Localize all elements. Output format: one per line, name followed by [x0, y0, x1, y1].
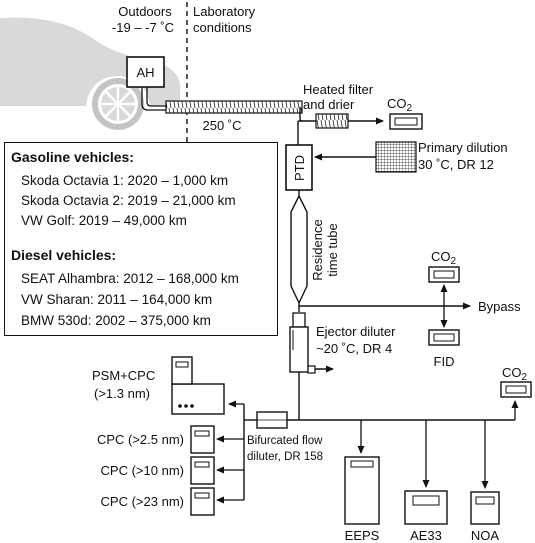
primary-dilution-label-1: Primary dilution — [418, 140, 508, 155]
heated-filter-label-1: Heated filter — [303, 82, 374, 97]
heated-line — [165, 100, 303, 114]
diesel-vehicle-2: VW Sharan: 2011 – 164,000 km — [21, 292, 213, 307]
cpc-10-instrument — [190, 456, 215, 485]
ptd-box — [285, 144, 313, 191]
psm-cpc-upper-display — [175, 361, 189, 368]
residence-time-tube — [290, 190, 308, 312]
cpc-10-label: CPC (>10 nm) — [101, 463, 184, 478]
noa-display — [475, 496, 495, 505]
psm-dot-3 — [190, 404, 194, 408]
psm-cpc-upper-unit — [171, 356, 193, 385]
residence-label-2: time tube — [325, 223, 340, 276]
heated-line-temp: 250 ˚C — [202, 118, 241, 133]
co2-analyzer-3-display — [505, 385, 527, 394]
vehicle-list-box: Gasoline vehicles: Skoda Octavia 1: 2020… — [4, 142, 278, 336]
diesel-vehicle-3: BMW 530d: 2002 – 375,000 km — [21, 313, 211, 328]
ejector-exhaust — [307, 365, 316, 374]
ae33-label: AE33 — [410, 528, 442, 543]
cpc-2-5-label: CPC (>2.5 nm) — [97, 432, 184, 447]
fid-analyzer-display — [433, 333, 455, 342]
gasoline-vehicle-2: Skoda Octavia 2: 2019 – 21,000 km — [21, 193, 236, 208]
cpc-10-display — [194, 461, 210, 468]
lab-title-2: conditions — [193, 20, 252, 35]
diesel-heading: Diesel vehicles: — [11, 247, 117, 263]
ejector-diluter-top — [292, 312, 306, 328]
diesel-vehicle-1: SEAT Alhambra: 2012 – 168,000 km — [21, 271, 239, 286]
fid-label: FID — [434, 354, 455, 369]
ah-label: AH — [136, 65, 154, 80]
eeps-display — [350, 460, 374, 468]
heated-filter — [315, 113, 349, 129]
lab-title-1: Laboratory — [193, 4, 256, 19]
bifurcated-label-1: Bifurcated flow — [247, 435, 323, 447]
psm-cpc-label-1: PSM+CPC — [92, 368, 155, 383]
eeps-label: EEPS — [345, 528, 380, 543]
gasoline-vehicle-3: VW Golf: 2019 – 49,000 km — [21, 213, 187, 228]
cpc-2-5-display — [194, 430, 210, 437]
noa-label: NOA — [471, 528, 500, 543]
bifurcated-label-2: diluter, DR 158 — [247, 451, 323, 463]
outdoors-title: Outdoors — [118, 4, 172, 19]
ah-box — [126, 56, 165, 88]
bypass-label: Bypass — [478, 299, 521, 314]
psm-dot-2 — [184, 404, 188, 408]
gasoline-heading: Gasoline vehicles: — [11, 149, 134, 165]
heated-filter-label-2: and drier — [303, 97, 355, 112]
cpc-23-instrument — [190, 487, 215, 516]
ae33-display — [412, 495, 440, 506]
exhaust-pipe — [141, 87, 168, 111]
ejector-label-2: ~20 ˚C, DR 4 — [316, 341, 392, 356]
car-illustration — [0, 17, 181, 130]
co2-analyzer-2-display — [433, 270, 455, 279]
co2-analyzer-1-display — [394, 117, 418, 126]
gasoline-vehicle-1: Skoda Octavia 1: 2020 – 1,000 km — [21, 173, 229, 188]
co2-label-3: CO2 — [502, 365, 528, 383]
psm-cpc-label-2: (>1.3 nm) — [94, 386, 150, 401]
outdoors-range: -19 – -7 ˚C — [112, 20, 174, 35]
cpc-23-label: CPC (>23 nm) — [101, 494, 184, 509]
psm-dot-1 — [178, 404, 182, 408]
cpc-23-display — [194, 492, 210, 499]
eeps-instrument — [344, 456, 380, 525]
co2-label-1: CO2 — [387, 96, 413, 114]
co2-label-2: CO2 — [431, 249, 457, 267]
primary-dilution-unit — [375, 141, 417, 173]
ejector-label-1: Ejector diluter — [316, 324, 396, 339]
psm-cpc-instrument — [171, 383, 225, 415]
ptd-label: PTD — [292, 155, 307, 181]
primary-dilution-label-2: 30 ˚C, DR 12 — [418, 157, 494, 172]
cpc-2-5-instrument — [190, 425, 215, 454]
residence-label-1: Residence — [310, 219, 325, 280]
